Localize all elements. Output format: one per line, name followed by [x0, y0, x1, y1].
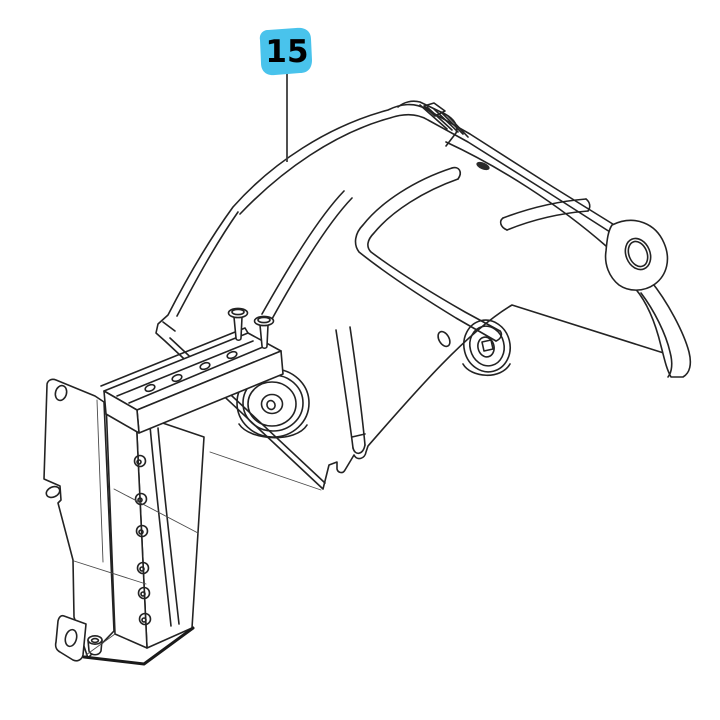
post-bottom-edge — [82, 626, 195, 666]
crease-lines — [73, 451, 322, 585]
roof-bead-channel — [354, 166, 503, 342]
rail-end-face — [103, 390, 140, 434]
front-face-rib — [335, 326, 366, 455]
screw-left — [227, 307, 249, 342]
fender-outline — [155, 103, 671, 490]
plate-hole-top — [54, 384, 68, 402]
push-screws — [227, 307, 275, 350]
arm-slot-hole — [476, 161, 490, 171]
plate-fold-line — [96, 399, 104, 563]
bracket-back-plate — [43, 378, 115, 659]
fender-top-grip — [397, 100, 469, 147]
left-face-rib — [261, 190, 353, 320]
screw-right — [253, 315, 275, 350]
fender-ear-and-flap — [604, 219, 692, 378]
fender-rolled-edge — [239, 114, 611, 233]
bracket-post — [82, 400, 205, 666]
fender-arm-edge — [445, 141, 607, 247]
callout-label: 15 — [265, 34, 308, 70]
callout-badge[interactable] — [259, 27, 312, 76]
roof-bead-right — [499, 198, 591, 231]
fender-tip-step — [162, 321, 176, 332]
mounting-bracket — [43, 327, 284, 666]
plate-hole-mid — [45, 485, 61, 499]
callout-15[interactable]: 15 — [259, 27, 312, 162]
bracket-rail — [100, 327, 284, 434]
right-boss — [462, 319, 511, 376]
bracket-foot — [54, 614, 87, 662]
fender-shell — [155, 100, 671, 490]
small-oval-hole — [437, 330, 451, 348]
fender-left-hem — [176, 211, 239, 317]
